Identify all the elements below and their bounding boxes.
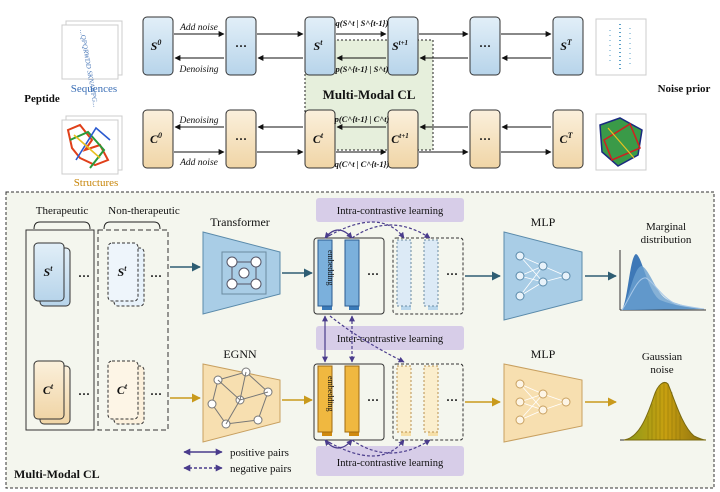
therapeutic-frame <box>25 229 95 431</box>
legend: positive pairs negative pairs <box>183 447 291 475</box>
svg-text:Ct: Ct <box>43 382 54 397</box>
seq-arrows <box>174 31 552 61</box>
therapeutic-label: Therapeutic <box>36 205 89 217</box>
egnn-label: EGNN <box>223 347 257 361</box>
intra-top-band <box>316 198 464 222</box>
svg-text:Ct: Ct <box>117 382 128 397</box>
struct-embed-neg-dots: ··· <box>446 393 458 407</box>
svg-text:CT: CT <box>560 131 574 146</box>
seq-box-dots2: ··· <box>469 16 501 76</box>
struct-box-dots1: ··· <box>225 109 257 169</box>
mmcl-label: Multi-Modal CL <box>323 87 416 102</box>
non-therapeutic-label: Non-therapeutic <box>108 205 180 217</box>
struct-box-dots2: ··· <box>469 109 501 169</box>
gaussian-label-line1: Gaussian <box>642 351 683 363</box>
transformer-label: Transformer <box>210 215 270 229</box>
seq-q-label: q(S^t | S^{t-1}) <box>336 18 389 28</box>
struct-q-label: q(C^t | C^{t-1}) <box>335 159 390 169</box>
marginal-distribution-plot <box>619 250 706 311</box>
svg-text:···: ··· <box>235 39 247 53</box>
seq-embed-neg-dots: ··· <box>446 267 458 281</box>
structure-image <box>61 115 123 175</box>
svg-text:···: ··· <box>479 132 491 146</box>
svg-text:St+1: St+1 <box>392 39 408 53</box>
svg-text:···: ··· <box>479 39 491 53</box>
svg-text:St: St <box>118 264 128 279</box>
therapeutic-brace <box>33 221 91 230</box>
egnn-block <box>202 363 281 443</box>
struct-embed-bar-2 <box>344 365 360 436</box>
struct-embedding-text: embedding <box>326 376 335 412</box>
intra-top-label: Intra-contrastive learning <box>337 206 444 217</box>
intra-bottom-band <box>316 446 464 476</box>
gaussian-label-line2: noise <box>650 364 673 376</box>
seq-box-st: St <box>304 16 336 76</box>
seq-add-noise: Add noise <box>179 23 218 33</box>
therapeutic-seq-stack: St <box>33 242 71 307</box>
svg-text:St: St <box>314 38 324 53</box>
non-therapeutic-seq-stack: St <box>107 242 145 307</box>
non-therapeutic-seq-dots: ··· <box>150 269 162 283</box>
mlp-top-label: MLP <box>531 215 556 229</box>
therapeutic-struct-dots: ··· <box>78 387 90 401</box>
seq-noise-image <box>595 18 647 76</box>
sequences-caption: Sequences <box>71 83 117 95</box>
seq-embed-bar-1 <box>317 239 333 310</box>
struct-p-label: p(C^{t-1} | C^t) <box>334 114 390 124</box>
non-therapeutic-frame <box>97 229 169 431</box>
struct-embed-dots: ··· <box>367 393 379 407</box>
struct-box-c0: C0 <box>142 109 174 169</box>
contrastive-arcs <box>322 221 431 457</box>
struct-box-ct: Ct <box>304 109 336 169</box>
struct-box-ct1: Ct+1 <box>387 109 419 169</box>
struct-box-cT: CT <box>552 109 584 169</box>
structures-caption: Structures <box>74 177 119 189</box>
svg-text:Ct+1: Ct+1 <box>391 132 408 146</box>
seq-embed-bar-2 <box>344 239 360 310</box>
seq-box-dots1: ··· <box>225 16 257 76</box>
struct-add-noise: Add noise <box>179 158 218 168</box>
struct-denoising: Denoising <box>178 116 218 126</box>
marginal-label-line2: distribution <box>641 234 692 246</box>
gaussian-noise-plot <box>620 382 707 441</box>
seq-embedding-text: embedding <box>326 250 335 286</box>
seq-embed-dots: ··· <box>367 267 379 281</box>
struct-noise-image <box>595 113 647 171</box>
intra-bottom-label: Intra-contrastive learning <box>337 458 444 469</box>
legend-positive-label: positive pairs <box>230 447 289 459</box>
seq-box-s0: S0 <box>142 16 174 76</box>
therapeutic-struct-stack: Ct <box>33 360 71 425</box>
therapeutic-seq-dots: ··· <box>78 269 90 283</box>
sequence-image: ...QPQRWDD SKNAWPG... <box>61 20 123 108</box>
marginal-label-line1: Marginal <box>646 221 686 233</box>
inter-label: Inter-contrastive learning <box>337 334 444 345</box>
struct-arrows <box>174 124 552 155</box>
struct-embed-bar-1 <box>317 365 333 436</box>
svg-text:St: St <box>44 264 54 279</box>
struct-embed-neg-bars <box>396 365 439 436</box>
mlp-bottom-block <box>503 363 583 443</box>
svg-text:···: ··· <box>235 132 247 146</box>
seq-box-st1: St+1 <box>387 16 419 76</box>
non-therapeutic-struct-stack: Ct <box>107 360 145 425</box>
panel-label: Multi-Modal CL <box>14 467 100 481</box>
peptide-label: Peptide <box>24 93 60 105</box>
seq-embed-neg-bars <box>396 239 439 310</box>
mlp-bottom-label: MLP <box>531 347 556 361</box>
svg-text:ST: ST <box>560 38 573 53</box>
seq-denoising: Denoising <box>178 65 218 75</box>
noise-prior-label: Noise prior <box>658 83 711 95</box>
legend-negative-label: negative pairs <box>230 463 291 475</box>
seq-p-label: p(S^{t-1} | S^t) <box>335 64 389 74</box>
svg-text:C0: C0 <box>150 131 162 146</box>
non-therapeutic-struct-dots: ··· <box>150 387 162 401</box>
svg-text:Ct: Ct <box>313 131 324 146</box>
transformer-block <box>202 231 281 315</box>
mlp-top-block <box>503 231 583 321</box>
svg-text:S0: S0 <box>151 38 162 53</box>
seq-box-sT: ST <box>552 16 584 76</box>
non-therapeutic-brace <box>103 221 161 230</box>
